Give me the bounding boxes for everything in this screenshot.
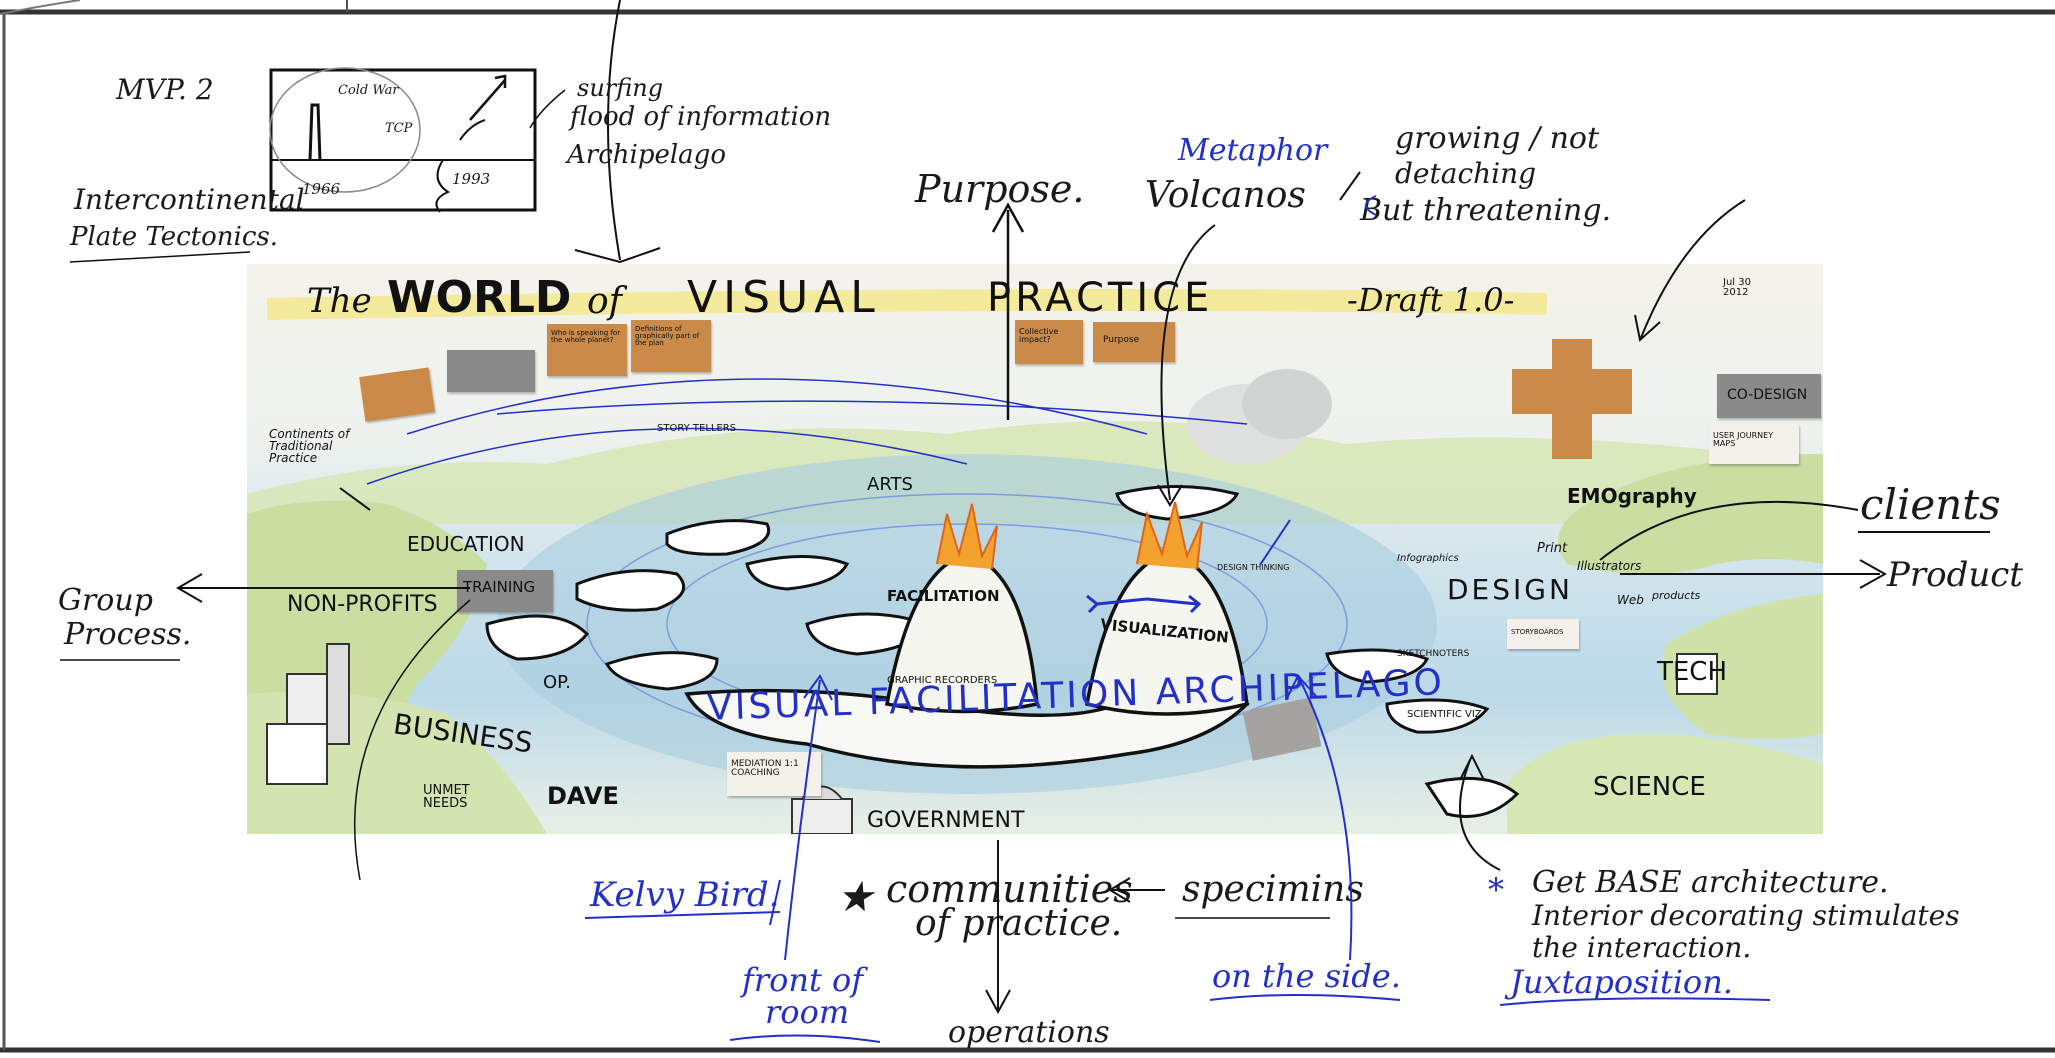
tectonics-label-1: Intercontinental — [74, 183, 305, 216]
sticky-note — [447, 350, 535, 392]
volcanos-label: Volcanos — [1145, 175, 1306, 216]
mural-title-visual: VISUAL — [687, 272, 881, 323]
growing-label: growing / not — [1395, 121, 1600, 156]
sketchnoters-label: SKETCHNOTERS — [1397, 649, 1470, 659]
operations-label: operations — [948, 1015, 1110, 1050]
mural-draft: -Draft 1.0- — [1347, 281, 1515, 319]
kelvy-bird-label: Kelvy Bird. — [590, 875, 780, 915]
tech-label: TECH — [1657, 657, 1728, 687]
scientific-viz-label: SCIENTIFIC VIZ — [1407, 709, 1482, 720]
design-thinking-label: DESIGN THINKING — [1217, 563, 1290, 572]
on-the-side-label: on the side. — [1212, 957, 1401, 995]
sticky-note: Collective impact? — [1015, 320, 1083, 364]
sticky-note: Definitions of graphically part of the p… — [631, 320, 711, 372]
continents-label: Continents of Traditional Practice — [269, 427, 350, 465]
year-1993: 1993 — [452, 170, 491, 188]
room-label: room — [765, 993, 850, 1031]
unmet-needs-label: UNMET NEEDS — [423, 783, 470, 811]
design-label: DESIGN — [1447, 573, 1573, 606]
communities-label: communities — [886, 867, 1133, 911]
sticky-note: Who is speaking for the whole planet? — [547, 324, 627, 376]
mural-title-practice: PRACTICE — [987, 275, 1214, 321]
mural-title-of: of — [587, 281, 622, 322]
mural-date: Jul 30 2012 — [1723, 277, 1751, 298]
mural-world-of-visual-practice: Who is speaking for the whole planet? De… — [247, 264, 1823, 834]
illustrators-label: Illustrators — [1577, 559, 1642, 573]
co-design-note: CO-DESIGN — [1717, 374, 1821, 418]
facilitation-label: FACILITATION — [887, 587, 1000, 605]
front-of-label: front of — [742, 961, 864, 999]
user-journey-note: USER JOURNEY MAPS — [1709, 424, 1799, 464]
infographic-label: Infographics — [1397, 553, 1459, 564]
interior-decorating-label: Interior decorating stimulates — [1532, 899, 1960, 932]
purpose-label: Purpose. — [915, 167, 1085, 211]
cold-war-label: Cold War — [338, 83, 399, 98]
practice-label: of practice. — [915, 903, 1123, 944]
story-tellers-label: STORY TELLERS — [657, 423, 737, 434]
print-label: Print — [1537, 541, 1568, 556]
process-label: Process. — [64, 617, 192, 652]
education-label: EDUCATION — [407, 532, 525, 556]
year-1966: 1966 — [302, 180, 341, 198]
science-label: SCIENCE — [1593, 772, 1706, 802]
dave-label: DAVE — [547, 782, 619, 810]
specimins-label: specimins — [1182, 869, 1364, 910]
arts-label: ARTS — [867, 474, 913, 495]
flood-note: flood of information — [570, 102, 832, 132]
threatening-label: But threatening. — [1360, 193, 1612, 228]
tectonics-label-2: Plate Tectonics. — [70, 222, 279, 252]
emography-label: EMOgraphy — [1567, 484, 1697, 508]
mural-title-world: WORLD — [387, 272, 572, 323]
government-label: GOVERNMENT — [867, 808, 1025, 833]
product-label: Product — [1887, 555, 2023, 595]
juxtaposition-label: Juxtaposition. — [1510, 963, 1733, 1001]
star-icon: ★ — [836, 872, 874, 921]
group-label: Group — [58, 583, 153, 618]
sticky-note: Purpose — [1093, 322, 1175, 362]
archipelago-note: Archipelago — [567, 140, 726, 170]
metaphor-label: Metaphor — [1178, 133, 1328, 168]
detaching-label: detaching — [1395, 157, 1537, 190]
mural-landscape — [247, 289, 1823, 834]
storyboards-note: STORYBOARDS — [1507, 619, 1579, 649]
mural-title-the: The — [307, 281, 372, 321]
mvp-label: MVP. 2 — [116, 73, 214, 106]
surfing-note: surfing — [577, 74, 664, 102]
interaction-label: the interaction. — [1532, 931, 1752, 964]
star-blue-icon: * — [1488, 871, 1504, 909]
timeline-sketch — [69, 0, 661, 264]
training-note: TRAINING — [457, 570, 553, 612]
products-label: products — [1652, 589, 1701, 602]
web-label: Web — [1617, 593, 1644, 607]
op-label: OP. — [543, 672, 571, 693]
tcp-label: TCP — [385, 121, 413, 136]
graphic-recorders-label: GRAPHIC RECORDERS — [887, 675, 998, 686]
base-architecture-label: Get BASE architecture. — [1532, 865, 1889, 900]
clients-label: clients — [1860, 480, 2001, 529]
non-profits-label: NON-PROFITS — [287, 592, 438, 617]
